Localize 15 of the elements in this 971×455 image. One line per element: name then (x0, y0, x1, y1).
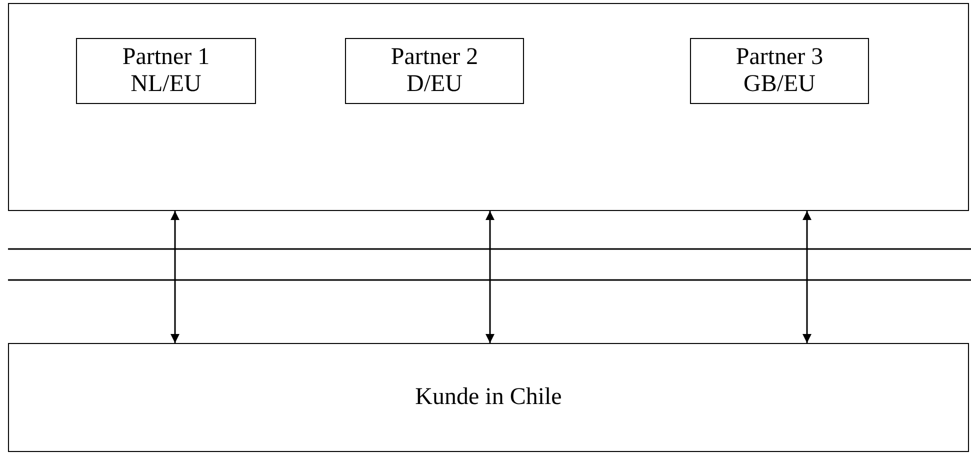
box-label: D/EU (406, 71, 462, 98)
box-label: Partner 3 (736, 44, 824, 71)
box-label: Partner 1 (122, 44, 210, 71)
process-box (76, 38, 256, 104)
box-label: Partner 2 (390, 44, 478, 71)
double-arrow (170, 211, 180, 343)
process-box (690, 38, 869, 104)
container-box (8, 3, 969, 211)
box-label: Kunde in Chile (415, 384, 562, 411)
box-label: GB/EU (744, 71, 816, 98)
process-box (345, 38, 524, 104)
double-arrow (486, 211, 494, 343)
box-label: NL/EU (130, 71, 202, 98)
double-arrow (802, 211, 812, 343)
process-box (8, 343, 969, 452)
